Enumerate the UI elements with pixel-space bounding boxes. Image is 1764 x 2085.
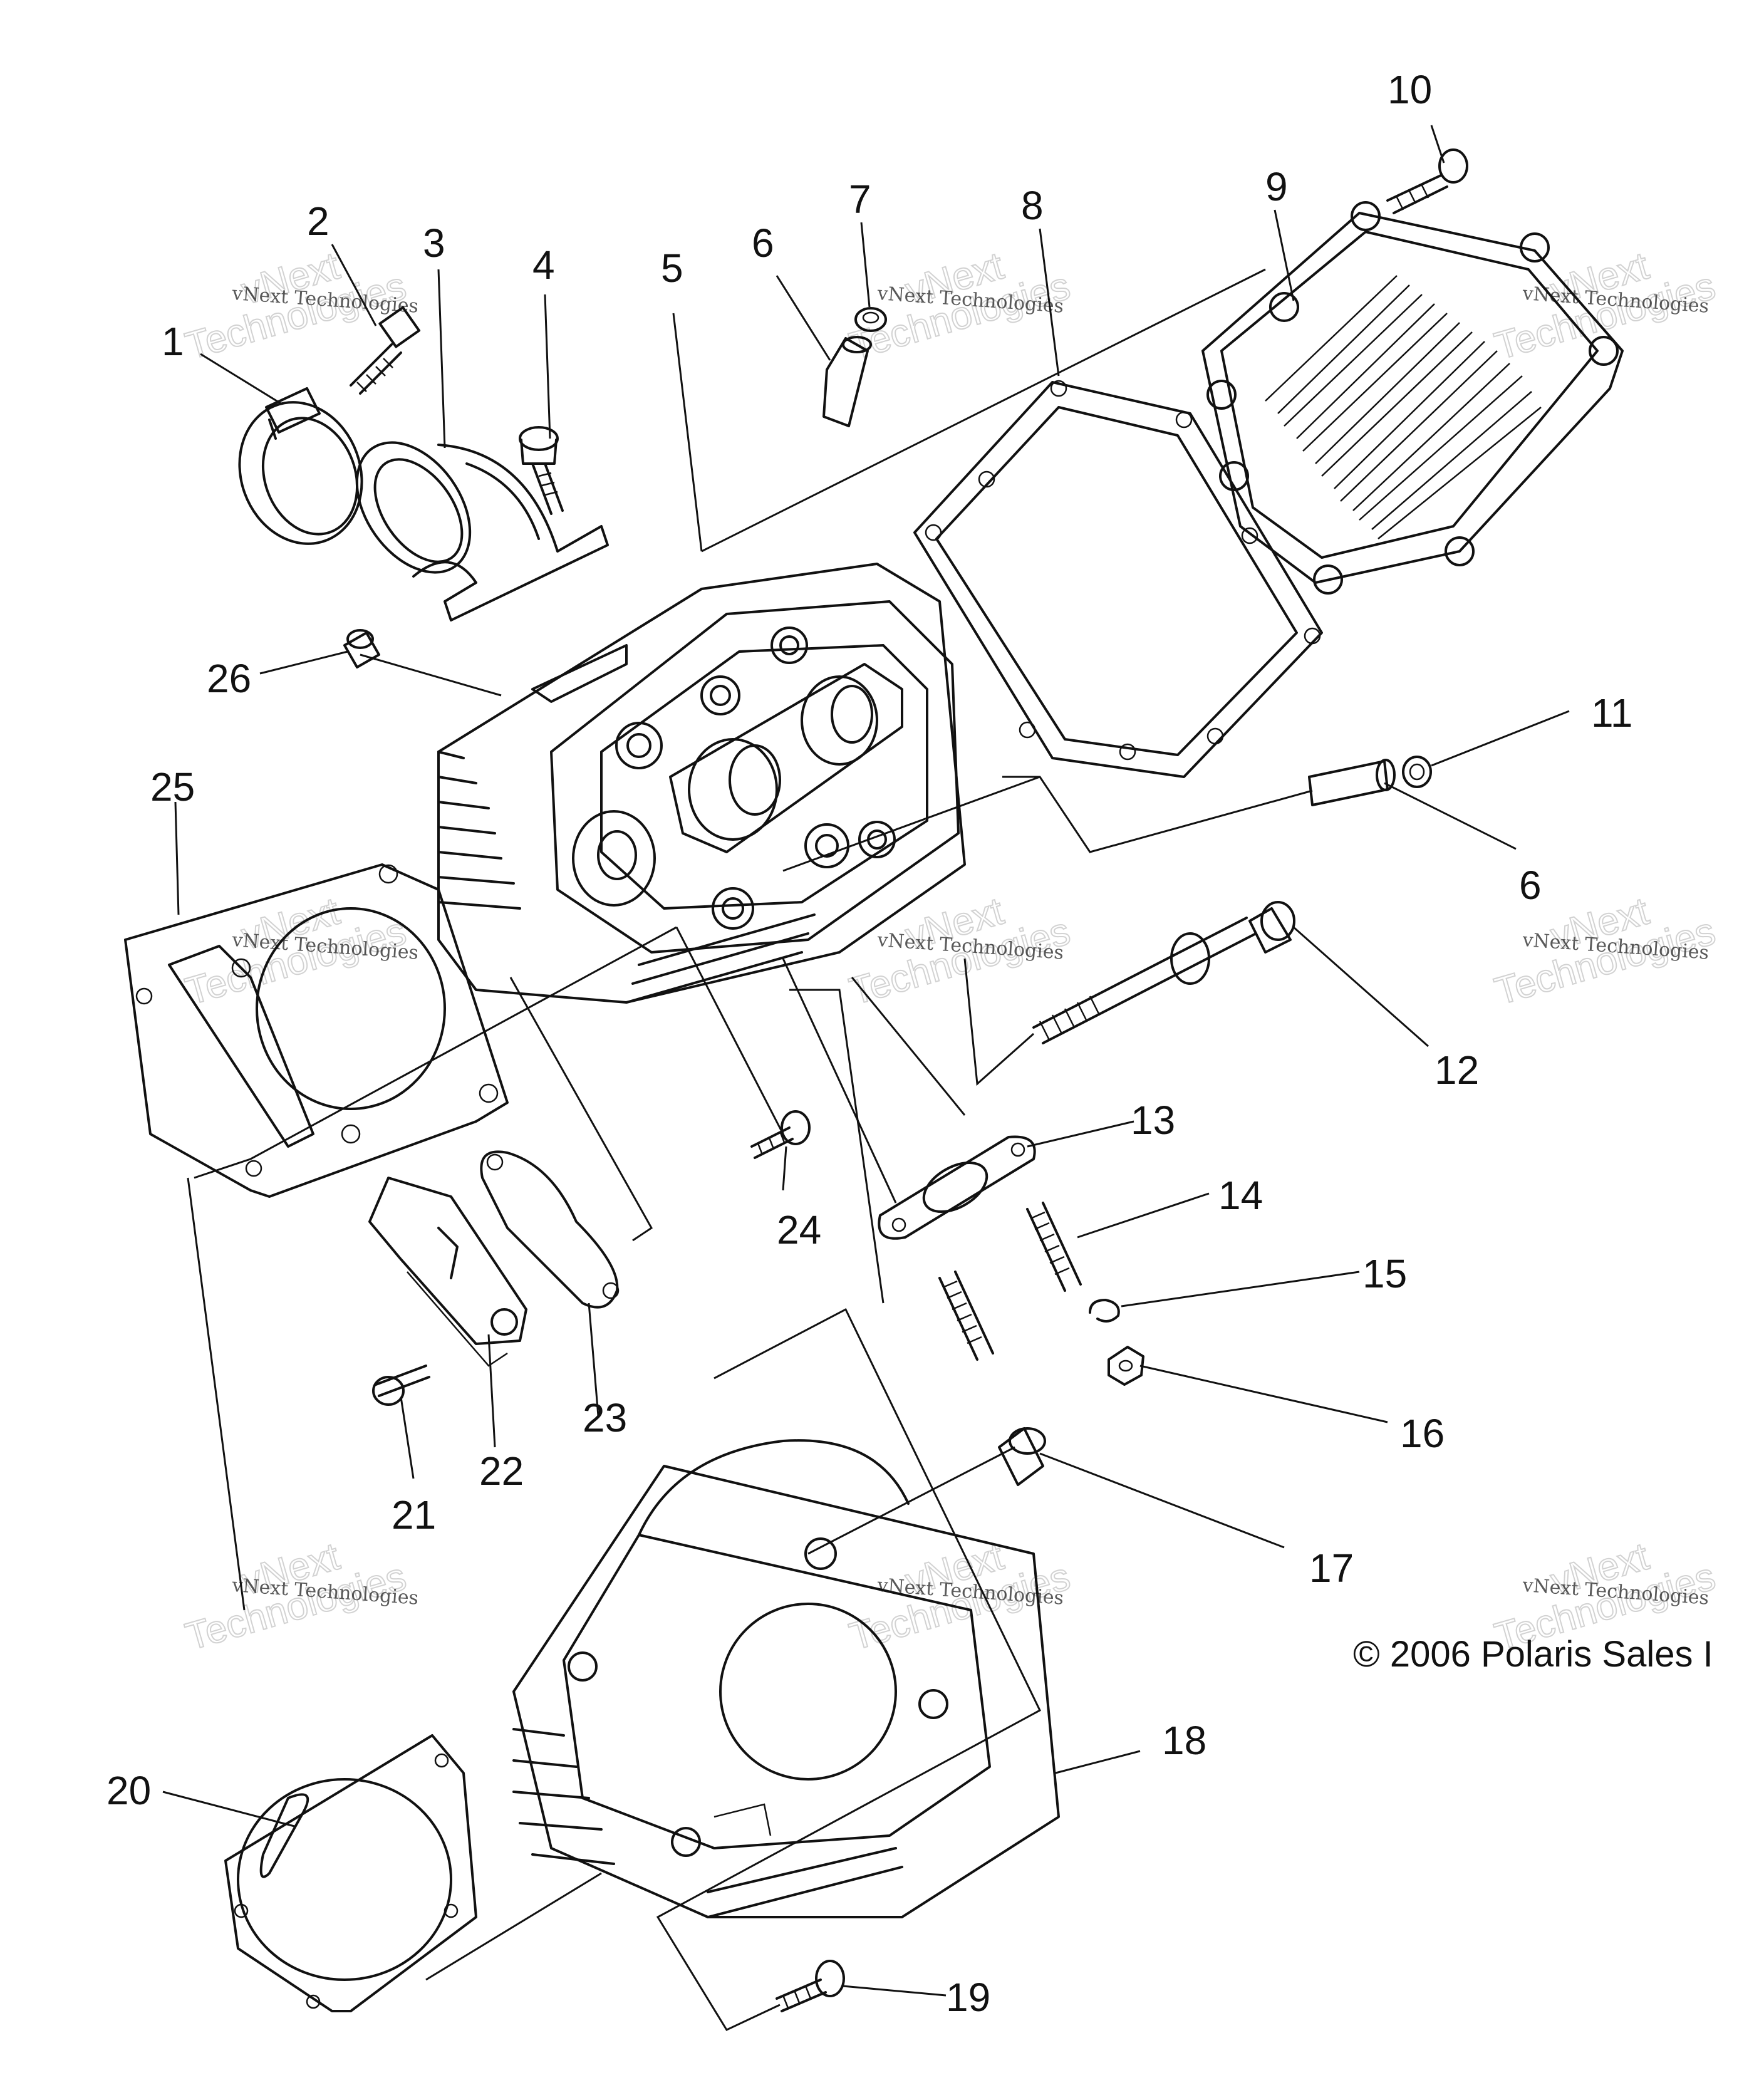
part-23-gasket — [480, 1150, 620, 1309]
part-15-lock-washer — [1089, 1299, 1120, 1323]
callout-12: 12 — [1435, 1048, 1479, 1093]
callout-19: 19 — [946, 1975, 990, 2020]
callout-15: 15 — [1362, 1251, 1407, 1296]
part-16-nut — [1108, 1346, 1144, 1386]
callout-23: 23 — [583, 1395, 627, 1440]
callout-8: 8 — [1021, 183, 1044, 228]
callout-25: 25 — [150, 764, 195, 809]
callout-5: 5 — [661, 246, 683, 291]
callout-11: 11 — [1591, 690, 1632, 736]
part-8-valve-cover-gasket — [913, 380, 1323, 778]
part-24-bolt — [750, 1110, 811, 1159]
copyright-notice: © 2006 Polaris Sales I — [1353, 1634, 1713, 1675]
part-2-clamp-screw — [350, 306, 421, 395]
part-14-stud-lower — [938, 1271, 994, 1361]
part-26-dowel — [343, 629, 380, 668]
callout-labels: 1 2 3 4 5 6 7 8 9 10 11 6 12 13 14 15 16… — [106, 67, 1632, 2020]
callout-21: 21 — [392, 1492, 436, 1537]
callout-2: 2 — [307, 199, 329, 244]
callout-20: 20 — [106, 1768, 151, 1813]
callout-6: 6 — [752, 221, 774, 266]
callout-10: 10 — [1388, 67, 1432, 112]
watermarks: vNext Technologies vNext Technologies vN… — [180, 244, 1721, 1660]
callout-26: 26 — [207, 656, 251, 701]
part-20-base-gasket — [224, 1734, 477, 2012]
leader-lines — [162, 125, 1570, 2031]
part-17-dowel — [998, 1427, 1046, 1486]
callout-3: 3 — [423, 221, 445, 266]
callout-9: 9 — [1265, 164, 1288, 209]
part-12-head-bolt — [1032, 901, 1295, 1044]
part-6-dowel-pin — [822, 336, 872, 427]
part-7-o-ring — [854, 307, 887, 332]
part-1-hose-clamp — [238, 387, 363, 545]
part-10-cover-bolt — [1386, 148, 1468, 214]
callout-1: 1 — [162, 319, 184, 364]
callout-16: 16 — [1400, 1411, 1445, 1456]
callout-14: 14 — [1218, 1173, 1263, 1218]
callout-6-right: 6 — [1519, 863, 1542, 908]
callout-22: 22 — [479, 1448, 524, 1494]
callout-7: 7 — [849, 177, 871, 222]
callout-18: 18 — [1162, 1718, 1206, 1763]
part-14-stud — [1026, 1202, 1082, 1292]
part-9-valve-cover — [1201, 201, 1624, 595]
part-3-intake-boot — [355, 441, 609, 621]
callout-4: 4 — [532, 242, 555, 288]
part-13-exhaust-gasket — [878, 1135, 1036, 1240]
part-6-dowel-pin-right — [1308, 759, 1396, 806]
part-4-boot-bolt — [519, 426, 564, 515]
callout-24: 24 — [777, 1207, 821, 1252]
part-22-tensioner-cover — [368, 1177, 527, 1367]
part-18-cylinder — [512, 1439, 1060, 1918]
callout-13: 13 — [1131, 1098, 1175, 1143]
part-19-cylinder-bolt — [776, 1960, 845, 2012]
part-5-cylinder-head — [437, 563, 966, 1004]
callout-17: 17 — [1309, 1546, 1354, 1591]
part-11-o-ring — [1402, 756, 1432, 788]
part-25-head-gasket — [124, 863, 509, 1198]
part-21-bolt — [372, 1365, 430, 1406]
